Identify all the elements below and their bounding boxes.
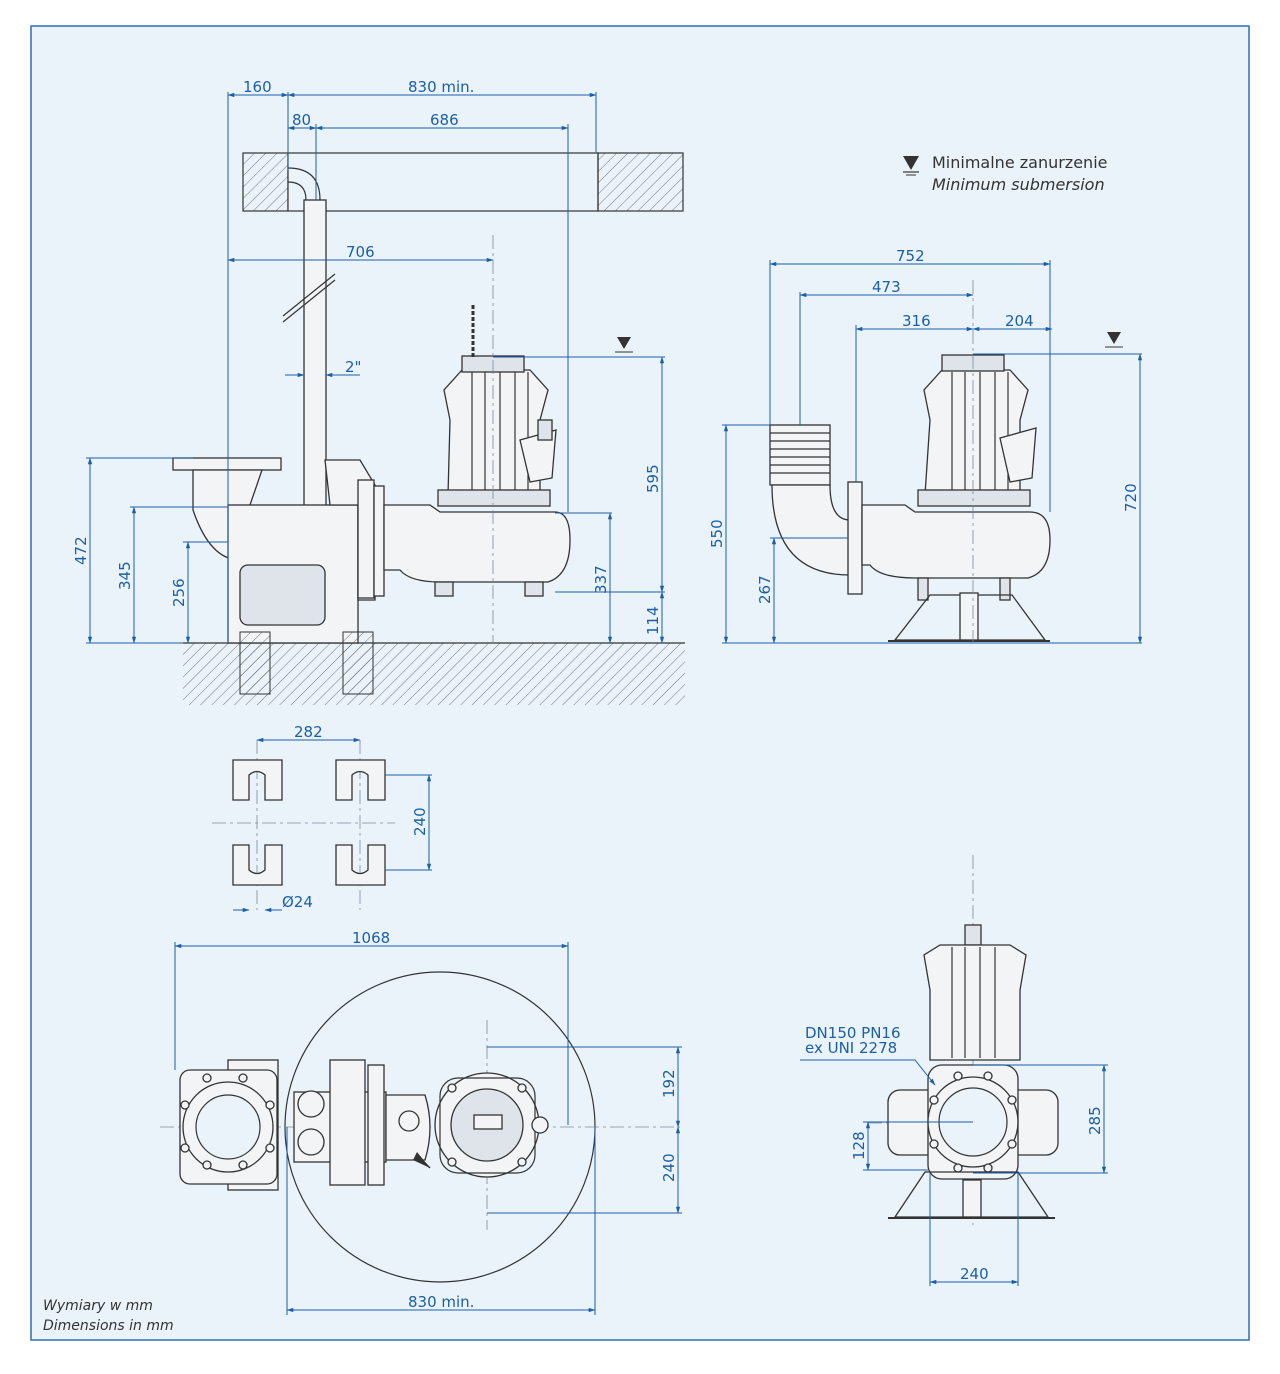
dim-830-top: 830 min. xyxy=(408,78,474,96)
anchor-bolt-right xyxy=(342,631,374,695)
dim-345: 345 xyxy=(116,561,134,590)
legend-min-submersion-pl: Minimalne zanurzenie xyxy=(932,153,1107,172)
dim-752: 752 xyxy=(896,247,925,265)
dim-240-flange: 240 xyxy=(960,1265,989,1283)
flange-spec-line2: ex UNI 2278 xyxy=(805,1039,897,1057)
flange-view-motor xyxy=(923,944,1027,1061)
dim-1068: 1068 xyxy=(352,929,390,947)
dim-337: 337 xyxy=(592,565,610,594)
dim-686: 686 xyxy=(430,111,459,129)
side-view: 160 830 min. 80 686 706 2" 595 114 337 4… xyxy=(72,78,685,705)
units-note-pl: Wymiary w mm xyxy=(43,1298,153,1314)
dim-267: 267 xyxy=(756,575,774,604)
front-view: 752 473 316 204 720 550 267 xyxy=(708,247,1143,644)
legend: Minimalne zanurzenie Minimum submersion xyxy=(903,153,1107,194)
pump-volute xyxy=(383,504,571,583)
dim-316: 316 xyxy=(902,312,931,330)
base-plan: 282 240 Ø24 xyxy=(212,723,432,913)
dim-192: 192 xyxy=(660,1069,678,1098)
foot-top-left xyxy=(232,759,283,801)
dim-80: 80 xyxy=(292,111,311,129)
foot-bottom-left xyxy=(232,844,283,886)
flange-view: DN150 PN16 ex UNI 2278 285 128 240 xyxy=(800,855,1108,1286)
foot-top-right xyxy=(335,759,386,801)
dim-720: 720 xyxy=(1122,483,1140,512)
dim-256: 256 xyxy=(170,578,188,607)
dim-472: 472 xyxy=(72,536,90,565)
dim-24-diameter: Ø24 xyxy=(282,893,313,911)
dim-706: 706 xyxy=(346,243,375,261)
anchor-bolt-left xyxy=(239,631,271,695)
flange-spec-line1: DN150 PN16 xyxy=(805,1024,901,1042)
min-submersion-icon xyxy=(903,156,919,176)
dim-550: 550 xyxy=(708,519,726,548)
ceiling-slab-left xyxy=(242,152,289,212)
dim-285: 285 xyxy=(1086,1106,1104,1135)
ceiling-slab-right xyxy=(597,152,684,212)
dim-204: 204 xyxy=(1005,312,1034,330)
dim-240-top: 240 xyxy=(660,1153,678,1182)
top-view: 1068 192 240 830 min. xyxy=(160,929,682,1315)
ceiling-opening xyxy=(287,152,599,212)
dim-240-plan: 240 xyxy=(411,807,429,836)
legend-min-submersion-en: Minimum submersion xyxy=(932,175,1105,194)
dim-595: 595 xyxy=(644,464,662,493)
dim-473: 473 xyxy=(872,278,901,296)
discharge-bend xyxy=(771,484,851,576)
discharge-flange-top xyxy=(172,457,282,471)
dim-282: 282 xyxy=(294,723,323,741)
dim-114: 114 xyxy=(644,606,662,635)
guide-pipe xyxy=(303,199,327,511)
foot-bottom-right xyxy=(335,844,386,886)
dim-128: 128 xyxy=(850,1131,868,1160)
dim-160: 160 xyxy=(243,78,272,96)
discharge-bellow xyxy=(769,424,831,486)
units-note-en: Dimensions in mm xyxy=(43,1318,174,1334)
dim-830-bottom: 830 min. xyxy=(408,1293,474,1311)
dim-2-inch: 2" xyxy=(345,358,361,376)
